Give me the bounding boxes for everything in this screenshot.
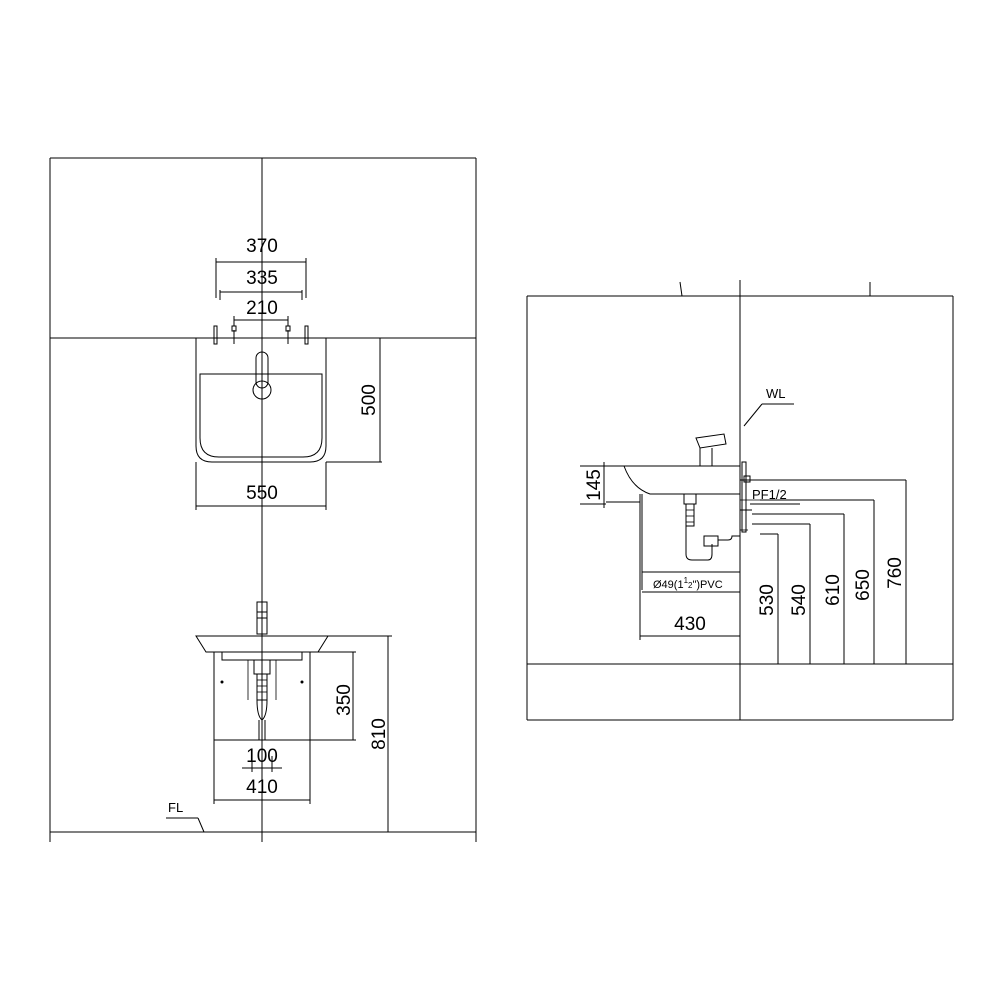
dim-550: 550 bbox=[246, 483, 278, 504]
dim-540: 540 bbox=[789, 584, 810, 616]
basin-depth-dimension: 500 bbox=[326, 337, 384, 462]
pf-label: PF1/2 bbox=[752, 487, 787, 502]
dim-145: 145 bbox=[584, 469, 605, 501]
cabinet-width-dimensions: 100 410 bbox=[213, 740, 311, 804]
drain-pipe-label: Ø49(112")PVC bbox=[642, 571, 740, 593]
dim-610: 610 bbox=[823, 574, 844, 606]
dim-370: 370 bbox=[246, 236, 278, 257]
pvc-label: Ø49(112")PVC bbox=[653, 576, 723, 591]
dim-650: 650 bbox=[853, 569, 874, 601]
floor-level-label: FL bbox=[166, 800, 205, 833]
hole-spacing-dimensions: 370 335 210 bbox=[215, 236, 307, 326]
supply-label: PF1/2 bbox=[750, 487, 800, 505]
basin-thickness-dimension: 145 bbox=[580, 462, 628, 508]
dim-350: 350 bbox=[334, 684, 355, 716]
dim-430: 430 bbox=[674, 614, 706, 635]
wall-line-label: WL bbox=[743, 386, 794, 427]
dim-500: 500 bbox=[359, 384, 380, 416]
side-basin-profile bbox=[606, 433, 760, 590]
wl-label: WL bbox=[766, 386, 786, 401]
dim-810: 810 bbox=[369, 718, 390, 750]
dim-410: 410 bbox=[246, 777, 278, 798]
dim-530: 530 bbox=[757, 584, 778, 616]
height-dimensions: 530 540 610 650 760 bbox=[752, 479, 907, 664]
basin-width-dimension: 550 bbox=[195, 462, 327, 510]
fl-label: FL bbox=[168, 800, 183, 815]
projection-dimension: 430 bbox=[639, 590, 740, 640]
basin-plan-view bbox=[195, 325, 382, 463]
cabinet-height-dimension: 350 bbox=[310, 651, 356, 741]
dim-335: 335 bbox=[246, 268, 278, 289]
dim-760: 760 bbox=[885, 557, 906, 589]
front-view-frame bbox=[49, 157, 477, 842]
overall-height-dimension: 810 bbox=[328, 635, 392, 832]
dim-210: 210 bbox=[246, 298, 278, 319]
dim-100: 100 bbox=[246, 746, 278, 767]
